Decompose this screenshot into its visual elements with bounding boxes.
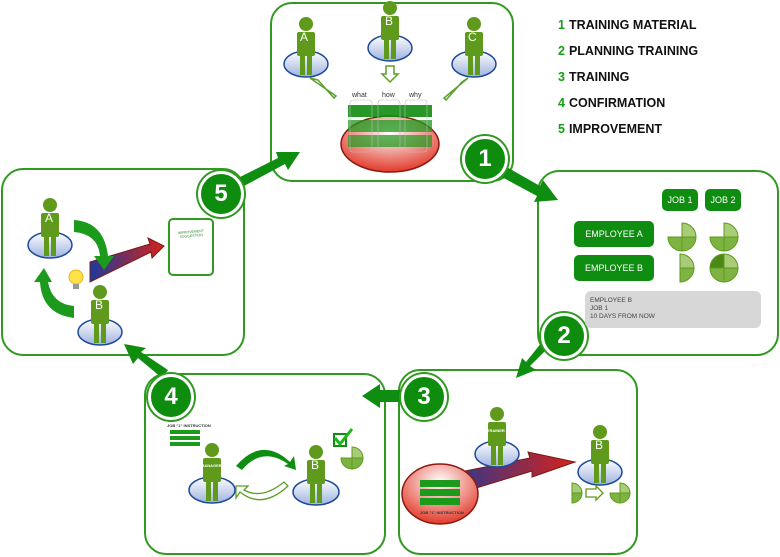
instruction-label: JOB "1" INSTRUCTION: [420, 510, 464, 515]
checkmark-icon: [333, 428, 354, 447]
pie-employee-a-job2: [709, 222, 739, 252]
pie-employee-a-job1: [667, 222, 697, 252]
arrow-c-to-table: [442, 77, 469, 102]
person-b-figure: [77, 285, 123, 346]
pie-confirmed: [340, 446, 364, 470]
trainee-b-figure: [577, 425, 623, 486]
person-b-figure: [367, 1, 413, 62]
arrow-3-to-4: [362, 384, 400, 408]
person-label: A: [300, 30, 309, 44]
pie-trainee-before: [571, 482, 583, 504]
person-label: C: [468, 30, 477, 44]
improvement-arrow: [89, 237, 165, 283]
column-header: what: [352, 92, 367, 99]
arrow-b-to-table: [380, 65, 400, 84]
employee-a-label: EMPLOYEE A: [574, 221, 654, 247]
arrow-a-to-table: [309, 77, 338, 100]
person-a-figure: [27, 198, 73, 259]
step-badge-1: 1: [462, 136, 508, 182]
person-label: B: [311, 458, 320, 472]
instruction-label: JOB "1" INSTRUCTION: [167, 423, 211, 428]
person-label: B: [95, 298, 104, 312]
employee-b-label: EMPLOYEE B: [574, 255, 654, 281]
trainer-label: TRAINER: [487, 428, 505, 433]
job-2-header: JOB 2: [705, 189, 741, 211]
arrow-b-to-a: [34, 268, 74, 318]
manager-figure: [188, 443, 236, 504]
job-1-header: JOB 1: [662, 189, 698, 211]
trainer-figure: [474, 407, 520, 468]
step-badge-4: 4: [148, 374, 194, 420]
column-header: why: [409, 92, 422, 99]
pie-employee-b-job2: [709, 253, 739, 283]
arrow-4-to-5: [124, 344, 168, 378]
manager-label: MANAGER: [201, 463, 222, 468]
person-a-figure: [283, 17, 329, 78]
training-plan-box: [585, 291, 761, 328]
pie-trainee-after: [609, 482, 631, 504]
step-badge-3: 3: [401, 374, 447, 420]
column-header: how: [382, 92, 395, 99]
suggestion-document: [168, 218, 214, 276]
lightbulb-icon: [68, 269, 84, 289]
step-badge-2: 2: [541, 313, 587, 359]
arrow-2-to-3: [516, 342, 548, 378]
person-label: B: [595, 438, 604, 452]
arrow-progress-icon: [585, 484, 604, 502]
arrow-5-to-1: [238, 152, 300, 186]
person-c-figure: [451, 17, 497, 78]
arrow-manager-to-b: [236, 449, 296, 470]
arrow-b-to-manager: [235, 481, 289, 501]
arrow-1-to-2: [500, 166, 558, 202]
person-label: B: [385, 14, 394, 28]
step-badge-5: 5: [198, 171, 244, 217]
arrow-a-to-b: [74, 220, 114, 270]
pie-employee-b-job1: [679, 253, 695, 283]
trainee-b-figure: [292, 445, 340, 506]
person-label: A: [45, 211, 54, 225]
